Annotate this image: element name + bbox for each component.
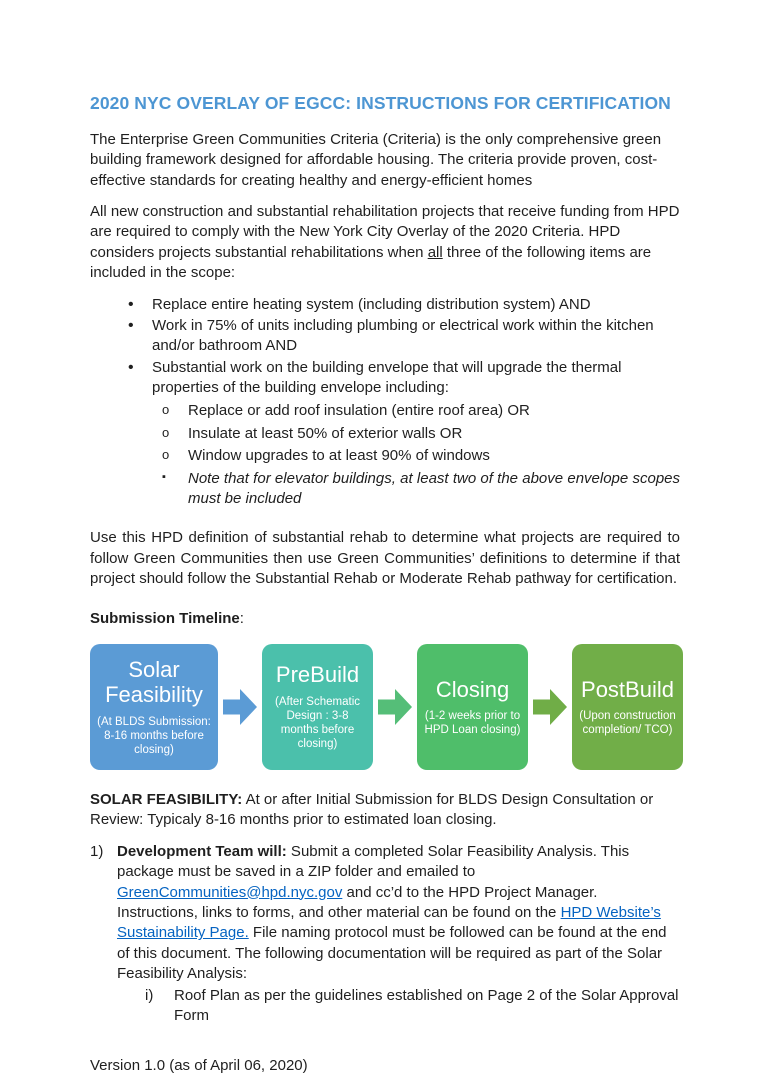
submission-timeline-label: Submission Timeline — [90, 609, 240, 627]
scope-bullet-list: Replace entire heating system (including… — [90, 294, 680, 399]
sub-item-i: i) Roof Plan as per the guidelines estab… — [117, 986, 680, 1027]
timeline-step-subtitle: (At BLDS Submission: 8-16 months before … — [97, 716, 211, 757]
timeline-step-solar-feasibility: Solar Feasibility (At BLDS Submission: 8… — [90, 644, 218, 770]
submission-timeline-diagram: Solar Feasibility (At BLDS Submission: 8… — [90, 644, 686, 770]
solar-feasibility-paragraph: SOLAR FEASIBILITY: At or after Initial S… — [90, 790, 680, 831]
numbered-item-1-marker: 1) — [90, 842, 104, 860]
green-communities-email-link[interactable]: GreenCommunities@hpd.nyc.gov — [117, 883, 343, 901]
timeline-step-title: Closing — [435, 676, 510, 702]
envelope-sub-list: Replace or add roof insulation (entire r… — [90, 401, 680, 509]
arrow-right-icon — [533, 689, 567, 725]
item1-text-segment-2: and cc’d to the HPD Project Manager. Ins… — [117, 883, 598, 921]
version-footer: Version 1.0 (as of April 06, 2020) — [90, 1057, 308, 1075]
timeline-step-subtitle: (After Schematic Design : 3-8 months bef… — [275, 696, 360, 751]
timeline-step-title: PreBuild — [275, 662, 360, 688]
arrow-right-icon — [223, 689, 257, 725]
page-title: 2020 NYC OVERLAY OF EGCC: INSTRUCTIONS F… — [90, 93, 671, 113]
development-team-label: Development Team will: — [117, 842, 287, 860]
elevator-note-item: Note that for elevator buildings, at lea… — [162, 469, 680, 510]
intro-paragraph-2: All new construction and substantial reh… — [90, 202, 680, 284]
timeline-step-closing: Closing (1-2 weeks prior to HPD Loan clo… — [417, 644, 528, 770]
sub-item-i-marker: i) — [145, 986, 154, 1004]
timeline-step-subtitle: (1-2 weeks prior to HPD Loan closing) — [424, 710, 521, 737]
bullet-item-heating: Replace entire heating system (including… — [126, 294, 680, 316]
intro-paragraph-2-post: three of the following items are include… — [90, 243, 652, 282]
timeline-step-title: Solar Feasibility — [105, 656, 203, 708]
timeline-step-title: PostBuild — [581, 676, 674, 702]
numbered-item-1-body: Development Team will: Submit a complete… — [117, 842, 680, 1027]
hpd-sustainability-page-link[interactable]: HPD Website’s Sustainability Page. — [117, 903, 661, 942]
timeline-step-subtitle: (Upon construction completion/ TCO) — [579, 710, 676, 737]
sub-bullet-windows: Window upgrades to at least 90% of windo… — [162, 446, 680, 466]
elevator-note-text: Note that for elevator buildings, at lea… — [188, 469, 680, 508]
timeline-step-postbuild: PostBuild (Upon construction completion/… — [572, 644, 683, 770]
submission-timeline-heading: Submission Timeline: — [90, 609, 680, 629]
underlined-word-all: all — [427, 243, 443, 261]
intro-paragraph-1: The Enterprise Green Communities Criteri… — [90, 130, 662, 189]
sub-bullet-walls: Insulate at least 50% of exterior walls … — [162, 424, 680, 444]
item1-text-segment-1: Submit a completed Solar Feasibility Ana… — [117, 842, 630, 881]
document-page: 2020 NYC OVERLAY OF EGCC: INSTRUCTIONS F… — [0, 0, 770, 1024]
intro-paragraph-2-pre: All new construction and substantial reh… — [90, 202, 680, 261]
submission-timeline-colon: : — [239, 609, 244, 627]
item1-text-segment-3: File naming protocol must be followed ca… — [117, 924, 667, 983]
solar-feasibility-text: At or after Initial Submission for BLDS … — [90, 791, 654, 829]
arrow-right-icon — [378, 689, 412, 725]
definition-paragraph: Use this HPD definition of substantial r… — [90, 529, 680, 588]
timeline-step-prebuild: PreBuild (After Schematic Design : 3-8 m… — [262, 644, 373, 770]
numbered-item-1: 1) Development Team will: Submit a compl… — [90, 842, 680, 1027]
bullet-item-envelope: Substantial work on the building envelop… — [126, 357, 680, 399]
sub-item-i-text: Roof Plan as per the guidelines establis… — [174, 986, 679, 1024]
bullet-item-units: Work in 75% of units including plumbing … — [126, 315, 680, 357]
sub-bullet-roof: Replace or add roof insulation (entire r… — [162, 401, 680, 421]
solar-feasibility-heading: SOLAR FEASIBILITY: — [90, 791, 243, 808]
